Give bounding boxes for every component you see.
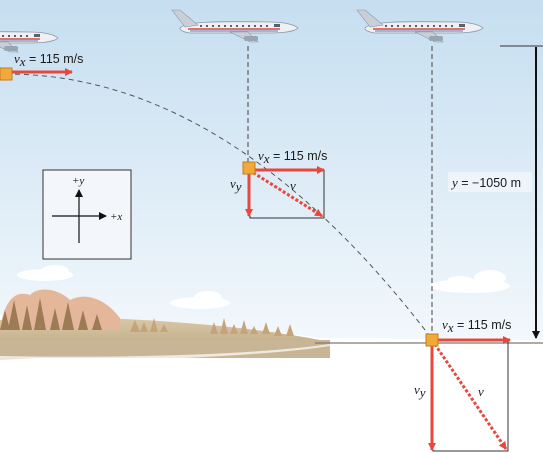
- package-mid: [242, 161, 256, 175]
- v-label-impact: v: [478, 384, 484, 399]
- clouds: [17, 265, 510, 309]
- axis-legend-box: [42, 169, 132, 260]
- trees: [0, 289, 294, 336]
- vx-label-impact: vx = 115 m/s: [442, 317, 511, 335]
- v-arrow-mid: [248, 168, 323, 218]
- axis-x-label: +x: [110, 211, 122, 223]
- vx-label-mid: vx = 115 m/s: [258, 148, 327, 166]
- v-label-mid: v: [290, 178, 296, 193]
- vy-label-impact: vy: [414, 382, 426, 400]
- altitude-label: y = −1050 m: [450, 175, 521, 190]
- vy-label-mid: vy: [230, 176, 242, 194]
- package-impact: [425, 333, 439, 347]
- v-arrow-impact: [430, 339, 508, 450]
- axis-y-label: +y: [72, 175, 84, 187]
- vx-label-release: vx = 115 m/s: [14, 51, 83, 69]
- package-release: [0, 67, 13, 81]
